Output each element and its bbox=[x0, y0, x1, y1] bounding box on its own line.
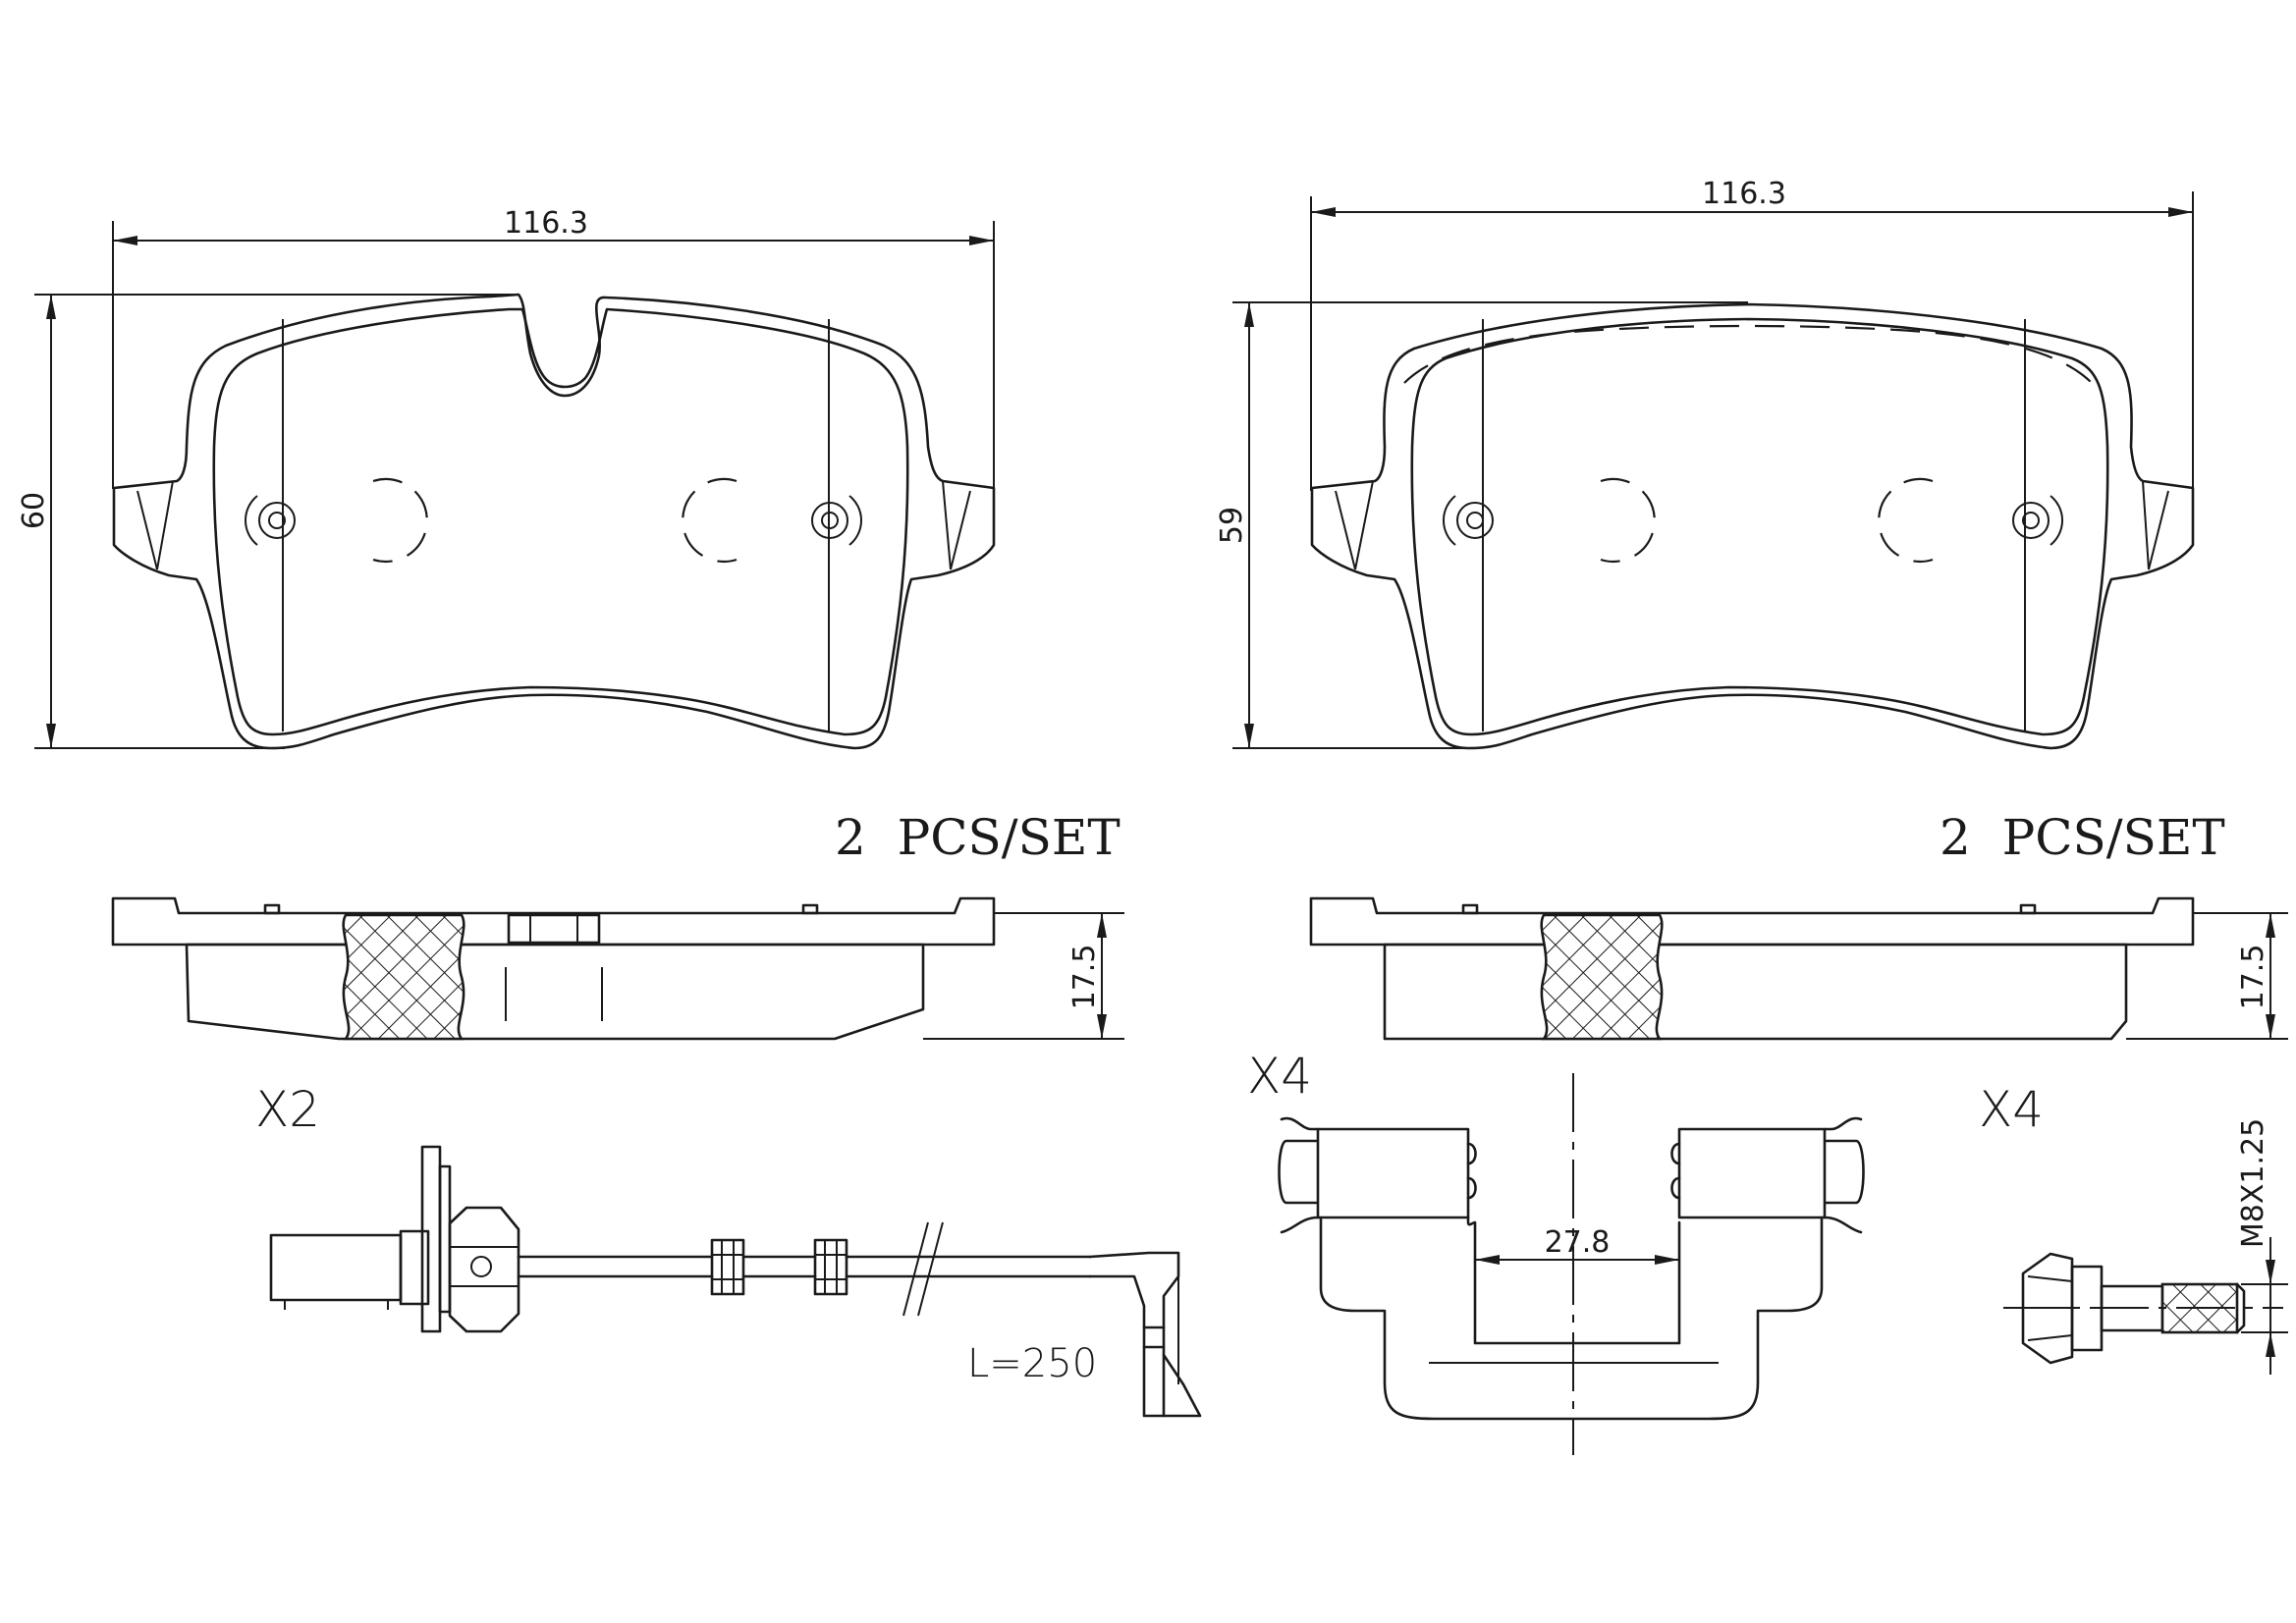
left-pad-thickness-label: 17.5 bbox=[1067, 945, 1102, 1010]
right-pad-side-view: 17.5 bbox=[1309, 896, 2288, 1041]
anti-rattle-clip: X4 27.8 bbox=[1247, 1048, 1865, 1455]
right-pcs-per-set-label: 2 PCS/SET bbox=[1940, 809, 2225, 866]
right-pad-thickness-label: 17.5 bbox=[2236, 945, 2270, 1010]
right-pad-height-label: 59 bbox=[1215, 507, 1249, 544]
left-pad-front-view: 116.3 60 bbox=[17, 206, 996, 750]
left-pad-side-view: 17.5 bbox=[111, 896, 1124, 1041]
left-pcs-per-set-label: 2 PCS/SET bbox=[835, 809, 1121, 866]
right-pad-width-label: 116.3 bbox=[1702, 177, 1786, 211]
sensor-quantity-label: X2 bbox=[255, 1081, 320, 1138]
left-pad-height-label: 60 bbox=[17, 492, 51, 529]
bolt-quantity-label: X4 bbox=[1979, 1081, 2044, 1138]
right-pad-front-view: 116.3 59 bbox=[1215, 177, 2195, 750]
bolt-thread-label: M8X1.25 bbox=[2236, 1118, 2270, 1248]
sensor-length-label: L=250 bbox=[967, 1341, 1097, 1386]
left-pad-width-label: 116.3 bbox=[504, 206, 588, 241]
guide-bolt: X4 M8X1.25 bbox=[1979, 1081, 2288, 1375]
wear-sensor: X2 L=250 bbox=[255, 1081, 1202, 1418]
clip-quantity-label: X4 bbox=[1247, 1048, 1312, 1105]
clip-width-label: 27.8 bbox=[1545, 1225, 1611, 1260]
